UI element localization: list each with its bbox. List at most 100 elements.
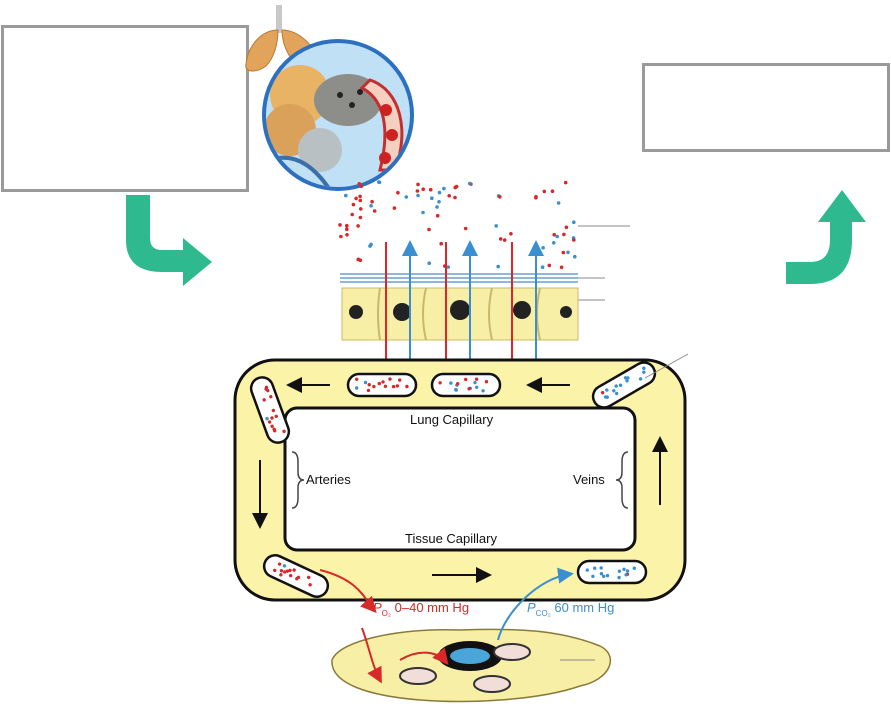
gas-molecule-dot bbox=[555, 234, 559, 239]
arteries-brace bbox=[291, 451, 305, 509]
rbc-gas-dot bbox=[614, 384, 618, 388]
rbc-pointer-line bbox=[644, 353, 689, 379]
gas-molecule-dot bbox=[498, 237, 503, 241]
o2-diffusion-curve bbox=[319, 569, 377, 613]
rbc-gas-dot bbox=[269, 395, 273, 399]
gas-molecule-dot bbox=[550, 189, 555, 193]
rbc-gas-dot bbox=[398, 378, 402, 382]
arteries-label: Arteries bbox=[306, 472, 351, 487]
gas-molecule-dot bbox=[358, 194, 362, 199]
gas-molecule-dot bbox=[564, 225, 569, 230]
gas-diffusion-arrows bbox=[378, 240, 544, 380]
rbc-gas-dot bbox=[638, 377, 643, 381]
gas-molecule-dot bbox=[345, 233, 349, 237]
red-blood-cell bbox=[262, 554, 330, 598]
gas-molecule-dot bbox=[437, 200, 441, 204]
gas-molecule-dot bbox=[463, 226, 468, 231]
rbc-gas-dot bbox=[632, 566, 636, 570]
rbc-gas-dot bbox=[277, 562, 282, 566]
rbc-gas-dot bbox=[383, 384, 388, 388]
gas-molecule-dot bbox=[494, 224, 499, 228]
rbc-gas-dot bbox=[279, 573, 283, 577]
flow-arrows bbox=[252, 377, 668, 583]
rbc-gas-dot bbox=[484, 380, 489, 384]
rbc-gas-dot bbox=[600, 390, 605, 395]
rbc-gas-dot bbox=[475, 385, 479, 389]
gas-molecule-dot bbox=[502, 238, 507, 242]
gas-molecule-dot bbox=[542, 189, 547, 194]
gas-molecule-dot bbox=[447, 194, 452, 198]
gas-molecule-dot bbox=[427, 227, 431, 232]
rbc-gas-dot bbox=[456, 382, 460, 386]
rbc-gas-dot bbox=[363, 380, 368, 385]
rbc-gas-dot bbox=[599, 566, 603, 570]
gas-molecule-dot bbox=[370, 199, 374, 204]
red-blood-cell bbox=[249, 376, 291, 444]
rbc-gas-dot bbox=[288, 573, 293, 578]
rbc-gas-dot bbox=[585, 568, 589, 572]
gas-molecule-dot bbox=[421, 210, 425, 215]
rbc-gas-dot bbox=[395, 384, 400, 388]
red-blood-cells bbox=[249, 361, 657, 598]
rbc-gas-dot bbox=[617, 575, 621, 580]
rbc-gas-dot bbox=[473, 380, 477, 385]
gas-molecule-dot bbox=[338, 223, 342, 227]
o2-into-cell-curve bbox=[399, 647, 449, 666]
gas-molecule-dot bbox=[356, 224, 360, 228]
rbc-gas-dot bbox=[282, 564, 287, 568]
curved-arrow-right bbox=[786, 190, 866, 284]
rbc-gas-dot bbox=[388, 377, 392, 381]
rbc-gas-dot bbox=[405, 384, 409, 389]
tissue-capillary-label: Tissue Capillary bbox=[405, 531, 497, 546]
po2-label: PO₂ 0–40 mm Hg bbox=[373, 600, 470, 618]
rbc-gas-dot bbox=[292, 568, 296, 572]
rbc-gas-dot bbox=[355, 386, 359, 390]
rbc-gas-dot bbox=[296, 575, 301, 580]
rbc-gas-dot bbox=[618, 383, 623, 387]
right-label-box bbox=[642, 63, 890, 152]
rbc-gas-dot bbox=[272, 568, 277, 573]
gas-molecule-dot bbox=[540, 265, 545, 270]
red-blood-cell bbox=[430, 372, 502, 398]
gas-molecule-dot bbox=[416, 193, 420, 198]
o2-to-tissue-curve bbox=[361, 627, 382, 684]
gas-molecule-dot bbox=[435, 205, 439, 209]
rbc-gas-dot bbox=[593, 566, 597, 570]
rbc-gas-dot bbox=[642, 370, 646, 374]
alveolar-air bbox=[338, 180, 577, 270]
rbc-gas-dot bbox=[481, 389, 485, 393]
rbc-gas-dot bbox=[474, 377, 479, 381]
gas-molecule-dot bbox=[428, 187, 433, 192]
rbc-gas-dot bbox=[270, 416, 274, 420]
gas-molecule-dot bbox=[404, 195, 409, 199]
rbc-gas-dot bbox=[438, 381, 442, 385]
gas-molecule-dot bbox=[566, 250, 570, 255]
gas-molecule-dot bbox=[552, 232, 556, 237]
rbc-gas-dot bbox=[591, 574, 595, 578]
rbc-gas-dot bbox=[355, 377, 359, 381]
rbc-gas-dot bbox=[626, 376, 630, 380]
gas-molecule-dot bbox=[358, 258, 363, 263]
gas-molecule-dot bbox=[562, 232, 566, 237]
rbc-gas-dot bbox=[283, 570, 287, 574]
gas-molecule-dot bbox=[498, 195, 502, 199]
rbc-gas-dot bbox=[599, 572, 604, 576]
rbc-gas-dot bbox=[617, 569, 622, 573]
gas-molecule-dot bbox=[453, 185, 458, 190]
gas-molecule-dot bbox=[435, 213, 440, 218]
red-blood-cell bbox=[576, 559, 648, 585]
rbc-gas-dot bbox=[622, 567, 626, 571]
gas-molecule-dot bbox=[369, 204, 373, 208]
rbc-gas-dot bbox=[602, 574, 606, 578]
pco2-label: PCO₂ 60 mm Hg bbox=[527, 600, 615, 618]
gas-molecule-dot bbox=[430, 196, 434, 200]
left-label-box bbox=[1, 25, 249, 192]
rbc-gas-dot bbox=[464, 377, 468, 382]
respiratory-membrane bbox=[340, 225, 630, 301]
curved-arrow-left bbox=[126, 195, 212, 286]
gas-molecule-dot bbox=[437, 190, 442, 195]
rbc-gas-dot bbox=[624, 573, 628, 577]
rbc-gas-dot bbox=[625, 379, 629, 383]
gas-molecule-dot bbox=[446, 265, 451, 269]
rbc-gas-dot bbox=[642, 366, 646, 370]
